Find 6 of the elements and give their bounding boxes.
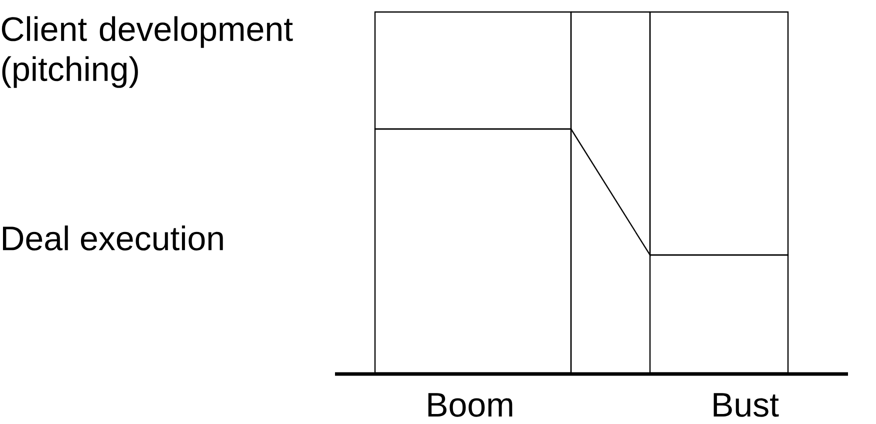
stacked-segment xyxy=(649,254,789,374)
stacked-segment xyxy=(649,11,789,256)
stacked-segment xyxy=(374,128,572,374)
row-label: Deal execution xyxy=(3,226,223,250)
row-label: Client development (pitching) xyxy=(2,16,293,88)
stacked-segment xyxy=(374,11,572,130)
